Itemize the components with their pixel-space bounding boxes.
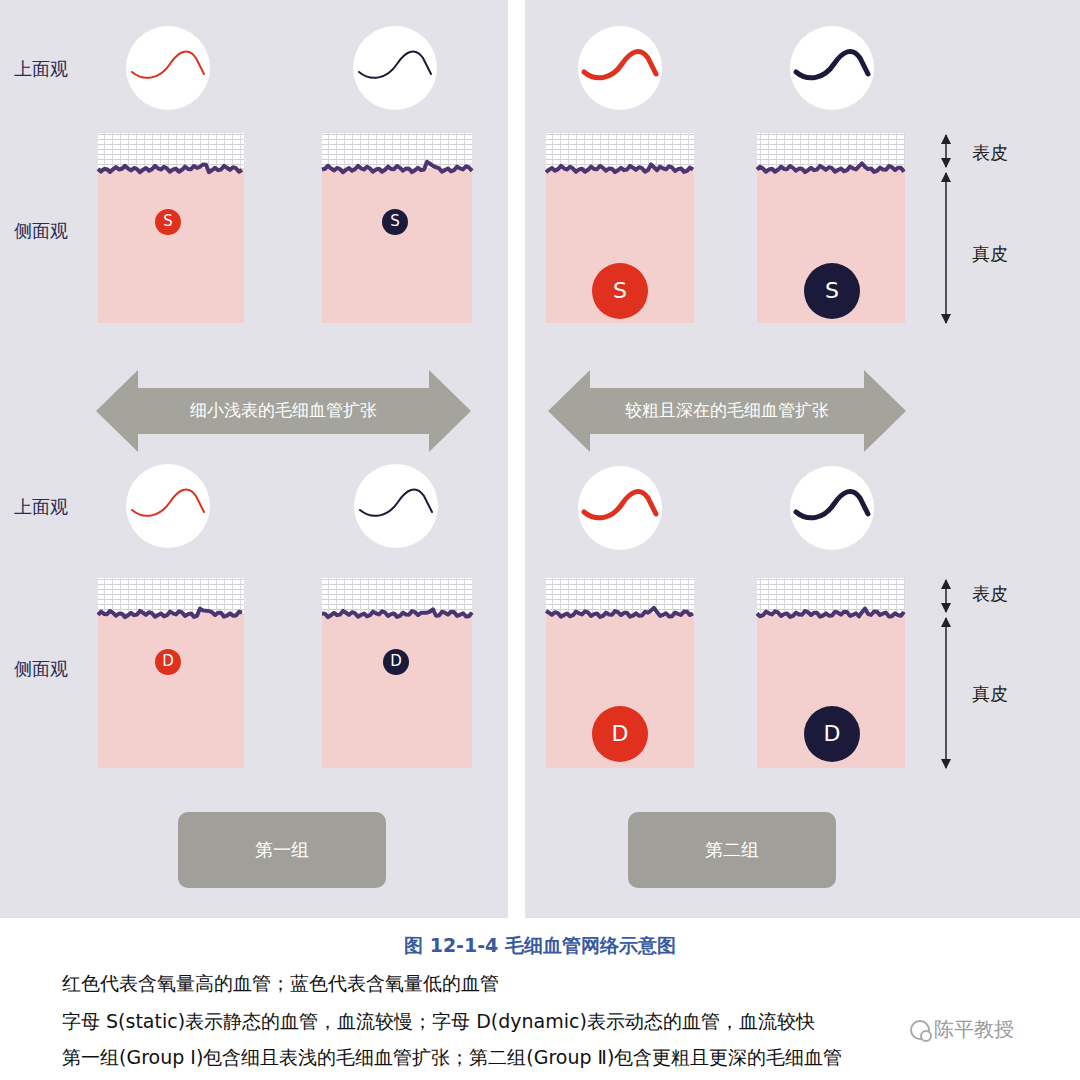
skin-section: [757, 578, 905, 768]
top-view-circle: [790, 26, 874, 110]
dynamic-vessel: D: [155, 649, 181, 675]
dynamic-vessel: D: [592, 706, 648, 762]
skin-section: [322, 578, 472, 768]
node-text: S: [825, 278, 839, 303]
top-view-circle: [354, 464, 438, 548]
node-text: 第一组: [255, 840, 309, 861]
skin-section: [546, 133, 694, 323]
top-view-circle: [353, 26, 437, 110]
layer-label: 表皮: [972, 142, 1008, 164]
dimension-arrow: [945, 580, 947, 612]
node-text: D: [390, 653, 402, 670]
node-text: 第二组: [705, 840, 759, 861]
layer-label: 真皮: [972, 243, 1008, 265]
top-view-circle: [126, 464, 210, 548]
dynamic-vessel: D: [383, 649, 409, 675]
group-box: 第二组: [628, 812, 836, 888]
node-text: 细小浅表的毛细血管扩张: [190, 401, 377, 421]
node-text: S: [163, 213, 173, 230]
double-arrow-band: 较粗且深在的毛细血管扩张: [548, 370, 906, 452]
group-panel: [525, 0, 1080, 918]
note-line: 第一组(Group Ⅰ)包含细且表浅的毛细血管扩张；第二组(Group Ⅱ)包含…: [62, 1046, 842, 1069]
watermark: 陈平教授: [934, 1017, 1014, 1041]
dimension-arrow: [945, 135, 947, 167]
dynamic-vessel: D: [804, 706, 860, 762]
top-view-circle: [578, 26, 662, 110]
note-line: 字母 S(static)表示静态的血管，血流较慢；字母 D(dynamic)表示…: [62, 1010, 815, 1033]
node-text: S: [613, 278, 627, 303]
view-label: 上面观: [14, 58, 68, 80]
static-vessel: S: [382, 209, 408, 235]
layer-label: 真皮: [972, 683, 1008, 705]
view-label: 上面观: [14, 496, 68, 518]
note-line: 红色代表含氧量高的血管；蓝色代表含氧量低的血管: [62, 972, 499, 995]
watermark-icon: [911, 1021, 931, 1041]
skin-section: [546, 578, 694, 768]
static-vessel: S: [592, 263, 648, 319]
top-view-circle: [126, 26, 210, 110]
static-vessel: S: [804, 263, 860, 319]
node-text: S: [390, 213, 400, 230]
group-panel: [0, 0, 508, 918]
dimension-arrow: [945, 173, 947, 323]
node-text: D: [824, 721, 841, 746]
skin-section: [322, 133, 472, 323]
top-view-circle: [790, 466, 874, 550]
skin-section: [98, 578, 244, 768]
view-label: 侧面观: [14, 658, 68, 680]
skin-section: [98, 133, 244, 323]
static-vessel: S: [155, 209, 181, 235]
figure-caption: 图 12-1-4 毛细血管网络示意图: [404, 934, 676, 957]
node-text: D: [612, 721, 629, 746]
top-view-circle: [578, 466, 662, 550]
skin-section: [757, 133, 905, 323]
node-text: D: [162, 653, 174, 670]
layer-label: 表皮: [972, 583, 1008, 605]
view-label: 侧面观: [14, 220, 68, 242]
node-text: 较粗且深在的毛细血管扩张: [625, 401, 829, 421]
double-arrow-band: 细小浅表的毛细血管扩张: [96, 370, 471, 452]
dimension-arrow: [945, 618, 947, 768]
group-box: 第一组: [178, 812, 386, 888]
